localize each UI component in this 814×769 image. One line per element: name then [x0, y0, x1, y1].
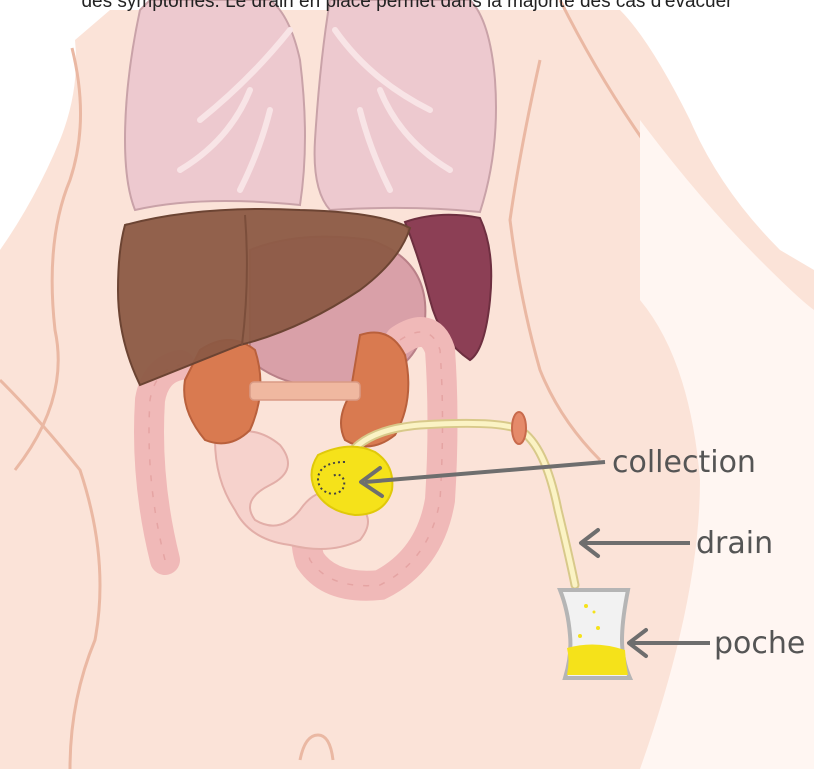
poche-label: poche [714, 626, 805, 661]
bag-bubble [596, 626, 600, 630]
pancreas [250, 382, 360, 400]
caption-text: des symptômes. Le drain en place permet … [0, 0, 814, 13]
bag-bubble [584, 604, 588, 608]
right-lung [315, 0, 496, 212]
drain-entry-point [512, 412, 526, 444]
drain-label: drain [696, 526, 773, 561]
bag-fluid [567, 644, 628, 675]
collection-label: collection [612, 445, 756, 480]
bag-bubble [578, 634, 582, 638]
bag-bubble [593, 611, 596, 614]
